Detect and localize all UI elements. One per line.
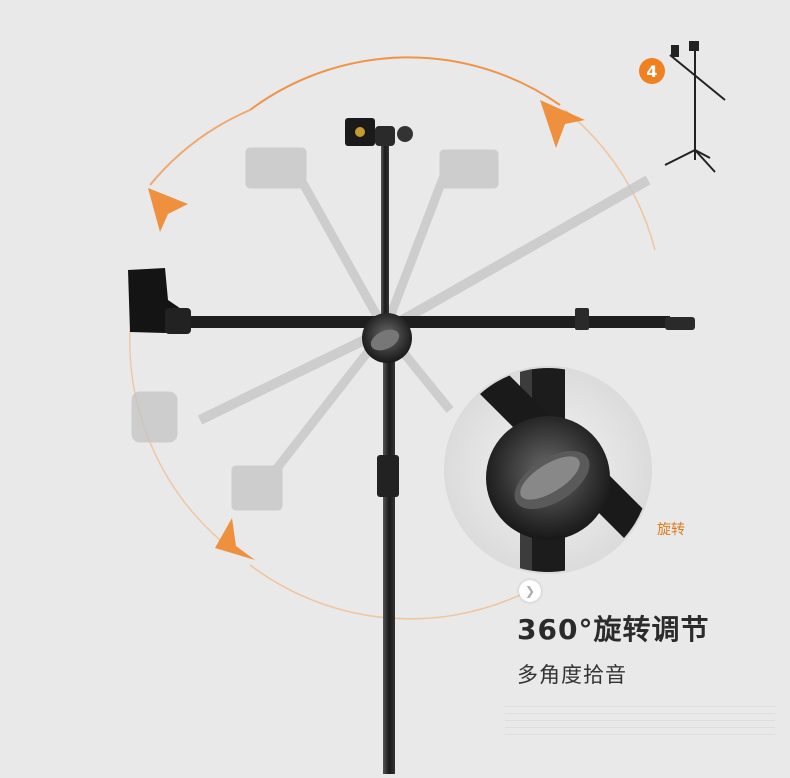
rotation-knob <box>362 313 412 363</box>
top-mount <box>345 118 413 146</box>
rotation-circle <box>129 56 656 620</box>
zoom-detail <box>444 366 652 574</box>
vertical-pole <box>377 135 399 775</box>
chevron-right-icon[interactable]: ❯ <box>519 580 541 602</box>
horizontal-boom <box>128 268 695 334</box>
feature-subtitle: 多角度拾音 <box>517 663 627 687</box>
feature-title: 360°旋转调节 <box>517 613 710 646</box>
fine-print-decoration <box>505 700 775 740</box>
rotation-arrow-icon <box>148 100 585 560</box>
stand-thumbnail <box>664 41 726 173</box>
step-badge: 4 <box>639 58 665 84</box>
rotate-label: 旋转 <box>657 522 685 538</box>
